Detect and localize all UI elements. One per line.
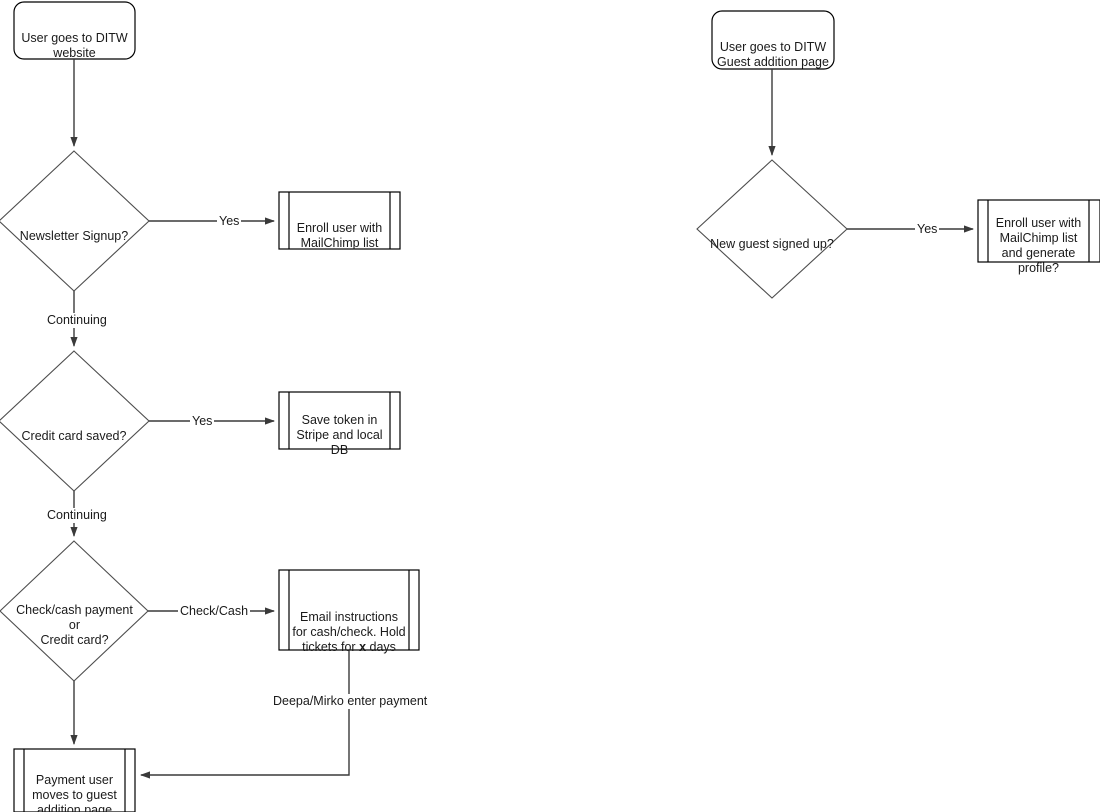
- shape-left-start[interactable]: [13, 1, 136, 60]
- shape-right-start[interactable]: [711, 10, 835, 70]
- shape-enroll-mailchimp[interactable]: [278, 191, 401, 250]
- shape-credit-card-decision[interactable]: [0, 350, 150, 492]
- edge-label-newsletter-yes: Yes: [217, 214, 242, 229]
- edge-label-payment-check-cash: Check/Cash: [178, 604, 251, 619]
- edge-email-to-payment-user: [140, 650, 350, 779]
- edge-label-creditcard-continuing: Continuing: [45, 508, 109, 523]
- shape-save-token[interactable]: [278, 391, 401, 450]
- edge-label-newsletter-continuing: Continuing: [45, 313, 109, 328]
- edge-label-newguest-yes: Yes: [915, 222, 940, 237]
- edge-label-creditcard-yes: Yes: [190, 414, 215, 429]
- shape-payment-user-moves[interactable]: [13, 748, 136, 812]
- shape-email-instructions[interactable]: [278, 569, 420, 651]
- shape-payment-type-decision[interactable]: [0, 540, 149, 682]
- shape-enroll-mailchimp-profile[interactable]: [977, 199, 1100, 263]
- shape-newsletter-decision[interactable]: [0, 150, 150, 292]
- edge-label-deepa-mirko: Deepa/Mirko enter payment: [271, 694, 430, 709]
- shape-new-guest-decision[interactable]: [696, 159, 848, 299]
